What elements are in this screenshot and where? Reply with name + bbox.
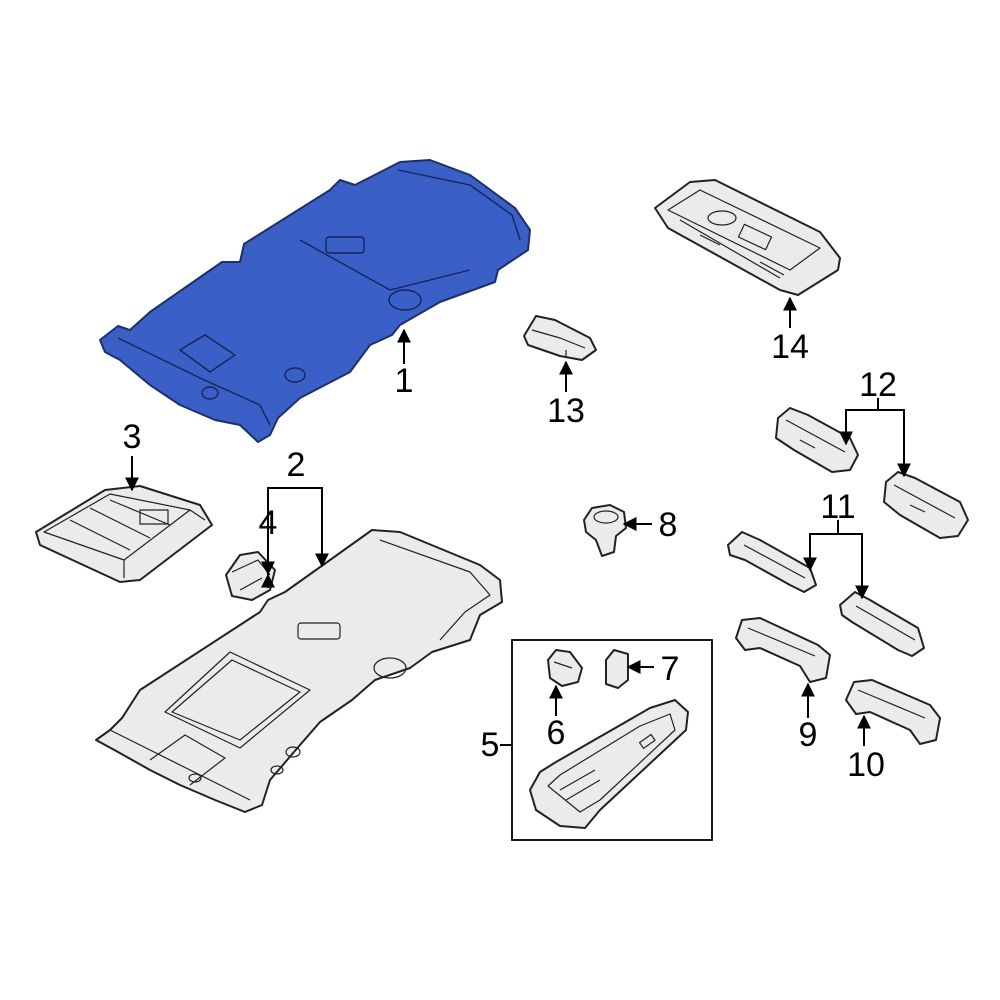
part-8-retainer[interactable]	[583, 504, 627, 557]
part-11-bracket-left[interactable]	[727, 531, 817, 593]
callout-2: 2	[287, 446, 306, 484]
callout-12: 12	[859, 366, 897, 404]
callout-11: 11	[820, 488, 855, 526]
callout-7: 7	[661, 650, 680, 688]
part-12-bracket-right[interactable]	[883, 471, 969, 539]
callout-8: 8	[659, 506, 678, 544]
part-11-bracket-right[interactable]	[839, 591, 925, 657]
callout-6: 6	[547, 714, 566, 752]
part-7-visor-holder[interactable]	[605, 649, 629, 689]
callout-1: 1	[395, 362, 414, 400]
callout-9: 9	[799, 716, 818, 754]
part-14-overhead-lamp[interactable]	[654, 179, 841, 296]
part-2-headliner[interactable]	[95, 529, 503, 813]
callout-3: 3	[123, 418, 142, 456]
callout-5: 5	[481, 726, 500, 764]
callout-14: 14	[771, 328, 809, 366]
callout-4: 4	[259, 504, 278, 542]
part-5-sun-visor[interactable]	[529, 699, 689, 829]
sun-visor-group-box	[511, 639, 713, 841]
part-1-headliner-highlighted[interactable]	[99, 159, 531, 443]
part-3-overhead-console[interactable]	[35, 485, 213, 583]
part-10-grab-handle[interactable]	[845, 679, 941, 745]
part-12-bracket-left[interactable]	[775, 407, 859, 473]
part-9-grab-handle[interactable]	[735, 617, 831, 683]
callout-10: 10	[847, 746, 885, 784]
part-13-lamp[interactable]	[523, 315, 597, 361]
callout-13: 13	[547, 392, 585, 430]
leader-lines	[125, 296, 911, 746]
part-6-visor-clip[interactable]	[547, 649, 583, 687]
